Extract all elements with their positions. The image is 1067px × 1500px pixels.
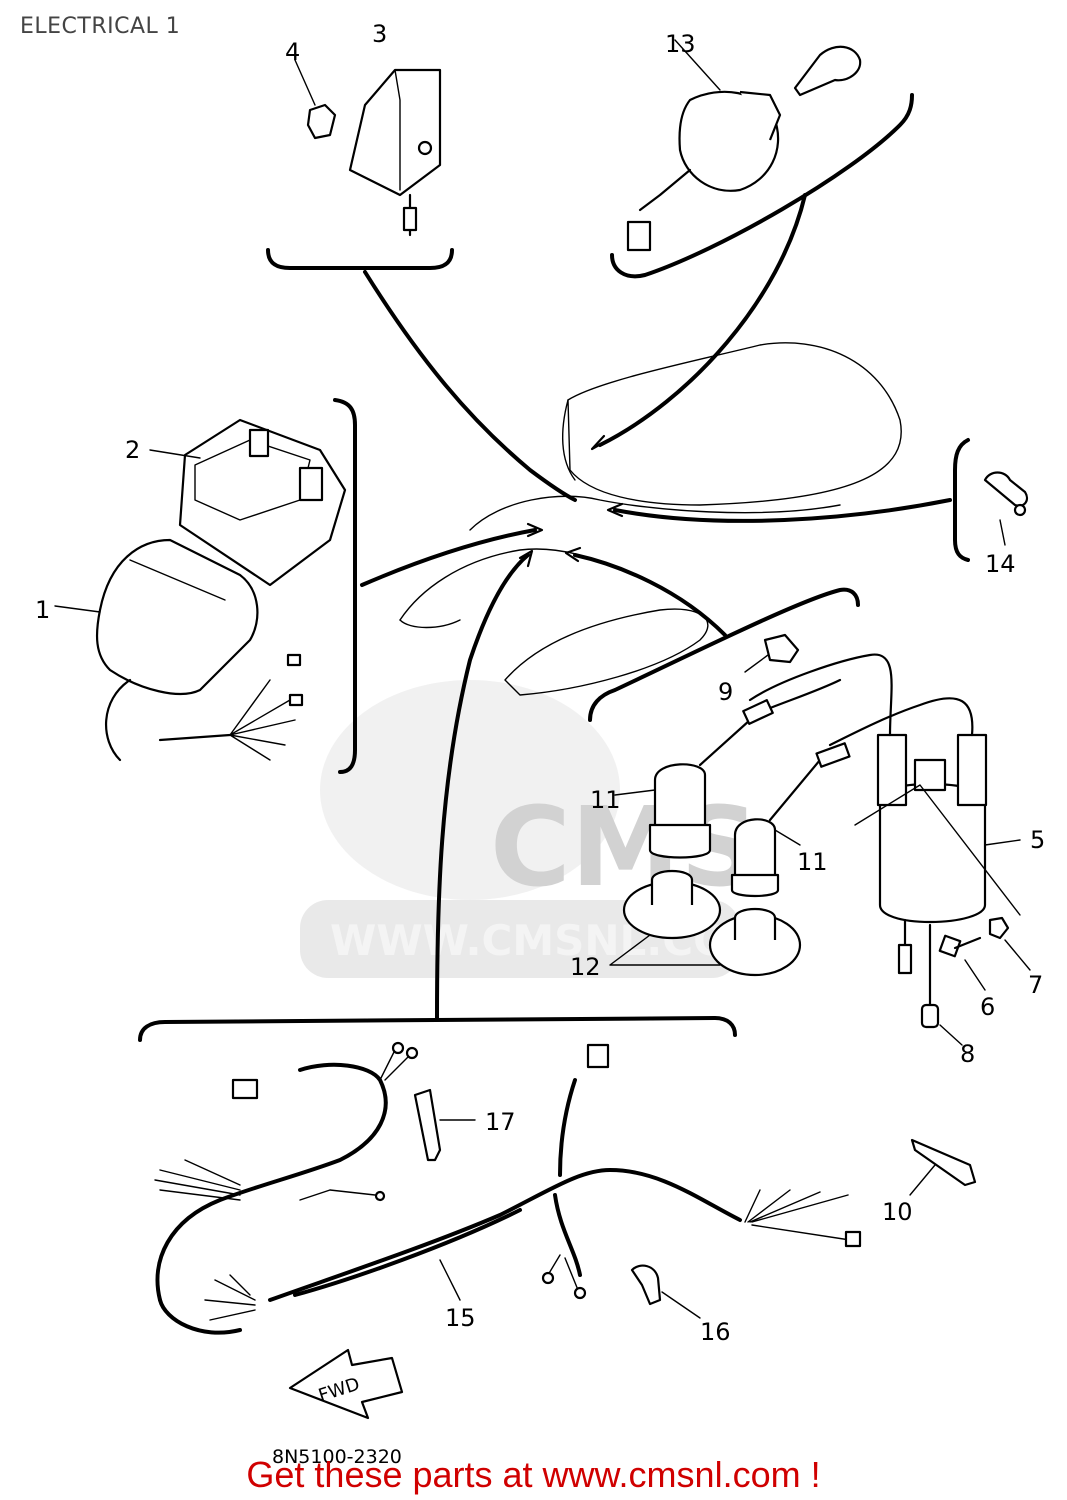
bracket-top-right bbox=[610, 93, 914, 279]
footer-link[interactable]: Get these parts at www.cmsnl.com ! bbox=[246, 1454, 821, 1495]
arrow-cdi bbox=[526, 522, 544, 538]
forward-arrow-icon: FWD bbox=[288, 1348, 404, 1420]
bracket-coil bbox=[588, 587, 860, 722]
callout-2: 2 bbox=[125, 436, 140, 464]
watermark-brand: CMS bbox=[490, 783, 759, 911]
leader-relay bbox=[363, 270, 577, 502]
leader-coil bbox=[573, 553, 727, 637]
callout-3: 3 bbox=[372, 20, 387, 48]
part-11-plug-cap-left bbox=[614, 678, 842, 859]
part-10-band bbox=[909, 1138, 977, 1196]
arrow-main-switch bbox=[590, 434, 610, 451]
part-9-cap bbox=[744, 633, 800, 673]
callout-10: 10 bbox=[882, 1198, 913, 1226]
part-6-bolt bbox=[938, 934, 986, 991]
arrow-harness bbox=[518, 549, 534, 568]
part-1-igniter bbox=[95, 538, 304, 762]
leader-2 bbox=[149, 449, 201, 459]
callout-5: 5 bbox=[1030, 826, 1045, 854]
part-12-plug-caps-rubber bbox=[609, 869, 802, 977]
callout-6: 6 bbox=[980, 993, 995, 1021]
leader-5-fan bbox=[854, 784, 1021, 916]
part-code: 8N5100-2320 bbox=[272, 1446, 402, 1468]
leader-main-switch bbox=[598, 193, 807, 447]
leader-harness bbox=[435, 553, 530, 1020]
part-15-wire-harness bbox=[154, 1041, 862, 1335]
callout-11b: 11 bbox=[797, 848, 828, 876]
callout-1: 1 bbox=[35, 596, 50, 624]
part-16-clamp bbox=[630, 1264, 701, 1319]
arrow-14 bbox=[606, 502, 624, 518]
leader-14 bbox=[613, 498, 952, 523]
bracket-left bbox=[333, 398, 357, 774]
arrow-coil bbox=[564, 546, 582, 563]
part-8-terminal bbox=[920, 923, 963, 1046]
leader-14-label bbox=[999, 519, 1006, 546]
callout-12: 12 bbox=[570, 953, 601, 981]
part-5-ignition-coil bbox=[748, 653, 988, 975]
part-17-cable-tie bbox=[413, 1088, 476, 1162]
callout-7: 7 bbox=[1028, 971, 1043, 999]
part-2-cdi-unit bbox=[178, 418, 347, 587]
part-7-nut bbox=[988, 916, 1031, 971]
part-4-nut bbox=[294, 59, 337, 140]
callout-17: 17 bbox=[485, 1108, 516, 1136]
bracket-top-left bbox=[266, 248, 454, 270]
part-14-clamp bbox=[983, 471, 1029, 517]
callout-8: 8 bbox=[960, 1040, 975, 1068]
callout-13: 13 bbox=[665, 30, 696, 58]
callout-15: 15 bbox=[445, 1304, 476, 1332]
leader-1 bbox=[54, 605, 101, 613]
bracket-14 bbox=[953, 438, 970, 562]
callout-16: 16 bbox=[700, 1318, 731, 1346]
callout-14: 14 bbox=[985, 550, 1016, 578]
callout-9: 9 bbox=[718, 678, 733, 706]
part-11-plug-cap-right bbox=[730, 742, 851, 898]
leader-5 bbox=[984, 839, 1021, 846]
leader-cdi bbox=[360, 528, 537, 587]
part-13-main-switch bbox=[626, 39, 862, 252]
page-title: ELECTRICAL 1 bbox=[20, 14, 181, 39]
bracket-harness bbox=[138, 1016, 737, 1042]
callout-11a: 11 bbox=[590, 786, 621, 814]
callout-4: 4 bbox=[285, 38, 300, 66]
part-3-relay bbox=[348, 68, 442, 237]
